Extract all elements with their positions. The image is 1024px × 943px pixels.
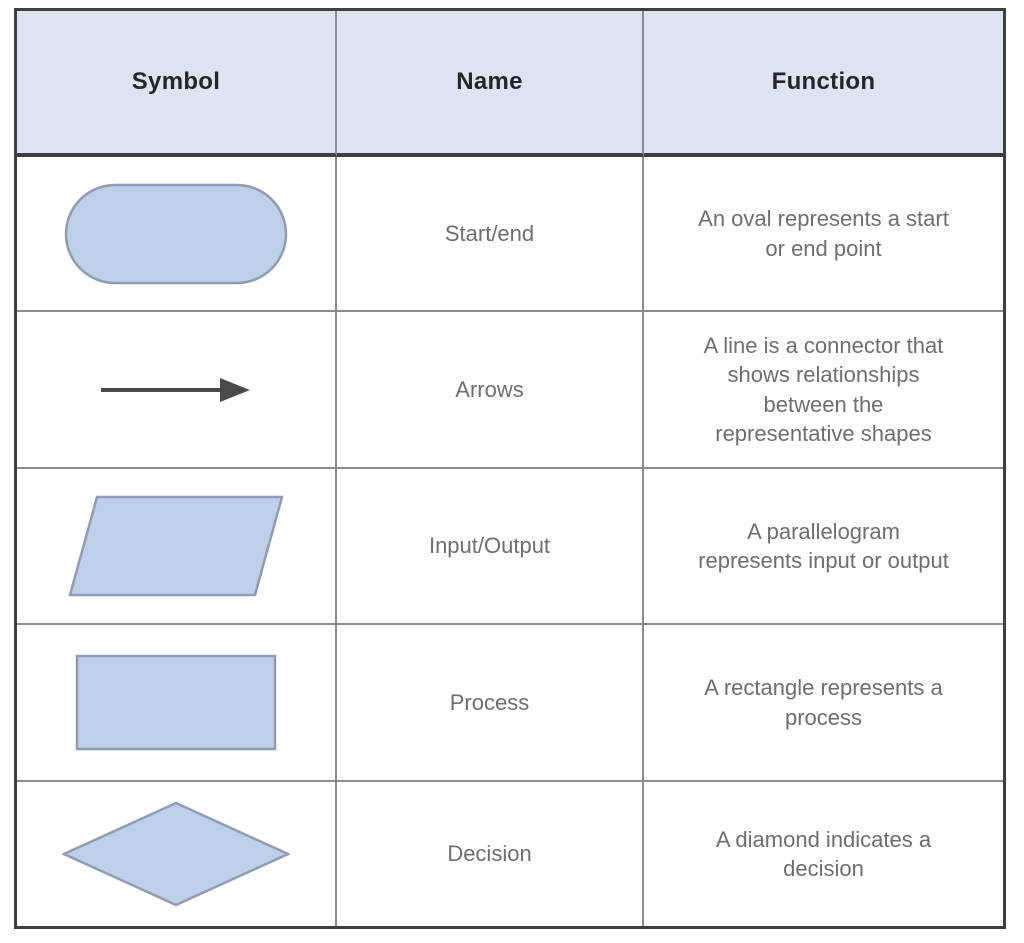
symbol-name: Input/Output bbox=[337, 469, 644, 625]
symbol-function: A diamond indicates a decision bbox=[715, 826, 932, 881]
symbol-function: A line is a connector that shows relatio… bbox=[644, 312, 1003, 469]
symbol-function: A rectangle represents a process bbox=[644, 625, 1003, 782]
symbol-cell-input-output bbox=[17, 469, 337, 625]
symbol-cell-start-end bbox=[17, 157, 337, 312]
symbol-cell-process bbox=[17, 625, 337, 782]
symbol-cell-decision bbox=[17, 782, 337, 926]
flowchart-symbols-table: Symbol Name Function Start/end An oval r… bbox=[14, 8, 1006, 929]
column-header-symbol: Symbol bbox=[17, 11, 337, 157]
symbol-function: A parallelogram represents input or outp… bbox=[644, 469, 1003, 625]
rectangle-icon bbox=[75, 654, 277, 751]
symbol-name: Start/end bbox=[337, 157, 644, 312]
symbol-name: Decision bbox=[337, 782, 644, 926]
parallelogram-icon bbox=[68, 495, 284, 597]
symbol-name: Process bbox=[337, 625, 644, 782]
oval-icon bbox=[64, 183, 288, 284]
symbol-cell-arrows bbox=[17, 312, 337, 469]
column-header-function: Function bbox=[644, 11, 1003, 157]
symbol-function: An oval represents a start or end point bbox=[644, 157, 1003, 312]
diamond-icon bbox=[62, 801, 290, 907]
symbol-name: Arrows bbox=[337, 312, 644, 469]
arrow-icon bbox=[101, 377, 250, 402]
column-header-name: Name bbox=[337, 11, 644, 157]
